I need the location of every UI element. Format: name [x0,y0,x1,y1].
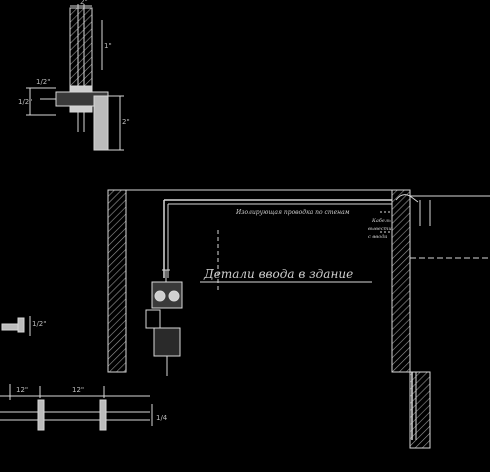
dim-bottom-3: 1/4 [156,414,168,422]
meter-device-icon [145,269,183,376]
right-wall [391,189,411,373]
right-note-line-3: с ввода [368,234,387,240]
right-note-line-1: Кабель [371,217,391,224]
rail-bolts-detail [0,384,153,431]
dim-top-3: 2" [122,118,130,126]
small-angle-detail [1,316,31,336]
dim-top-1: 2" [80,0,88,6]
dim-top-4: 1/2" [18,98,33,106]
drawing-title: Детали ввода в здание [203,267,353,281]
dim-left-small: 1/2" [32,320,47,328]
bolt-bracket-detail [26,4,124,151]
left-wall [107,189,127,373]
dim-bottom-1: 12" [16,386,28,394]
right-note-line-2: вывести [368,226,392,232]
dim-top-2: 1" [104,42,112,50]
dim-bottom-2: 12" [72,386,84,394]
room-section [107,189,490,449]
dim-top-5: 1/2" [36,78,51,86]
wire-note: Изолирующая проводка по стенам [235,209,350,216]
